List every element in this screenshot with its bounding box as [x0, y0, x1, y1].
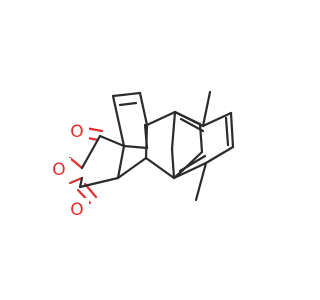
- molecule-structure: O O O: [47, 90, 235, 222]
- bridge-alkene-b: [118, 101, 138, 107]
- aromatic-edge-e: [172, 161, 208, 180]
- o-top-bg: [65, 120, 89, 144]
- methyl-bottom: [194, 161, 208, 202]
- aromatic-edge-d: [204, 145, 235, 165]
- bridgehead-bottom: [144, 156, 176, 180]
- carbonyl-oxygen-bottom: O: [70, 200, 83, 220]
- ring-o-bond-top: [68, 156, 84, 170]
- bottom-carbonyl-to-ch-bottom: [78, 176, 120, 189]
- aromatic-edge-a: [173, 110, 205, 128]
- carbonyl-oxygen-top: O: [70, 122, 83, 142]
- aromatic-ring: [170, 110, 235, 180]
- ch-bottom-to-bridgehead-right: [116, 156, 148, 180]
- bridge-alkene-a: [111, 91, 142, 98]
- aromatic-inner-1: [179, 117, 205, 133]
- bicyclic-core: [111, 91, 177, 180]
- aromatic-inner-2: [224, 116, 230, 147]
- structure-canvas: O O O: [47, 90, 235, 222]
- bridgehead-top: [145, 110, 177, 127]
- ring-o-bond-bottom: [68, 176, 84, 185]
- ch-top-to-ch-bottom: [116, 144, 126, 180]
- aryl-bond-6: [170, 110, 177, 151]
- bridgehead-link: [144, 123, 149, 160]
- oxygen-labels: O O O: [47, 120, 89, 222]
- bridge-left-up: [111, 94, 126, 148]
- top-carbonyl-to-ring-o: [80, 134, 102, 170]
- o-bottom-bg: [65, 198, 89, 222]
- aromatic-inner-3: [178, 154, 207, 173]
- aromatic-edge-c: [229, 111, 235, 149]
- methyl-top: [201, 90, 212, 128]
- methyl-groups: [194, 90, 212, 202]
- anhydride-ring: [68, 126, 126, 205]
- aryl-bond-2: [198, 122, 204, 154]
- aryl-bond-5: [170, 147, 176, 180]
- aromatic-edge-b: [201, 111, 233, 128]
- bottom-carbonyl-to-ring-o: [78, 176, 84, 189]
- o-ring-bg: [47, 158, 71, 182]
- bridge-right-down: [138, 91, 149, 127]
- ring-oxygen: O: [52, 160, 65, 180]
- ch-top-to-bridgehead-left: [122, 144, 149, 150]
- top-carbonyl-to-ch-top: [98, 134, 126, 148]
